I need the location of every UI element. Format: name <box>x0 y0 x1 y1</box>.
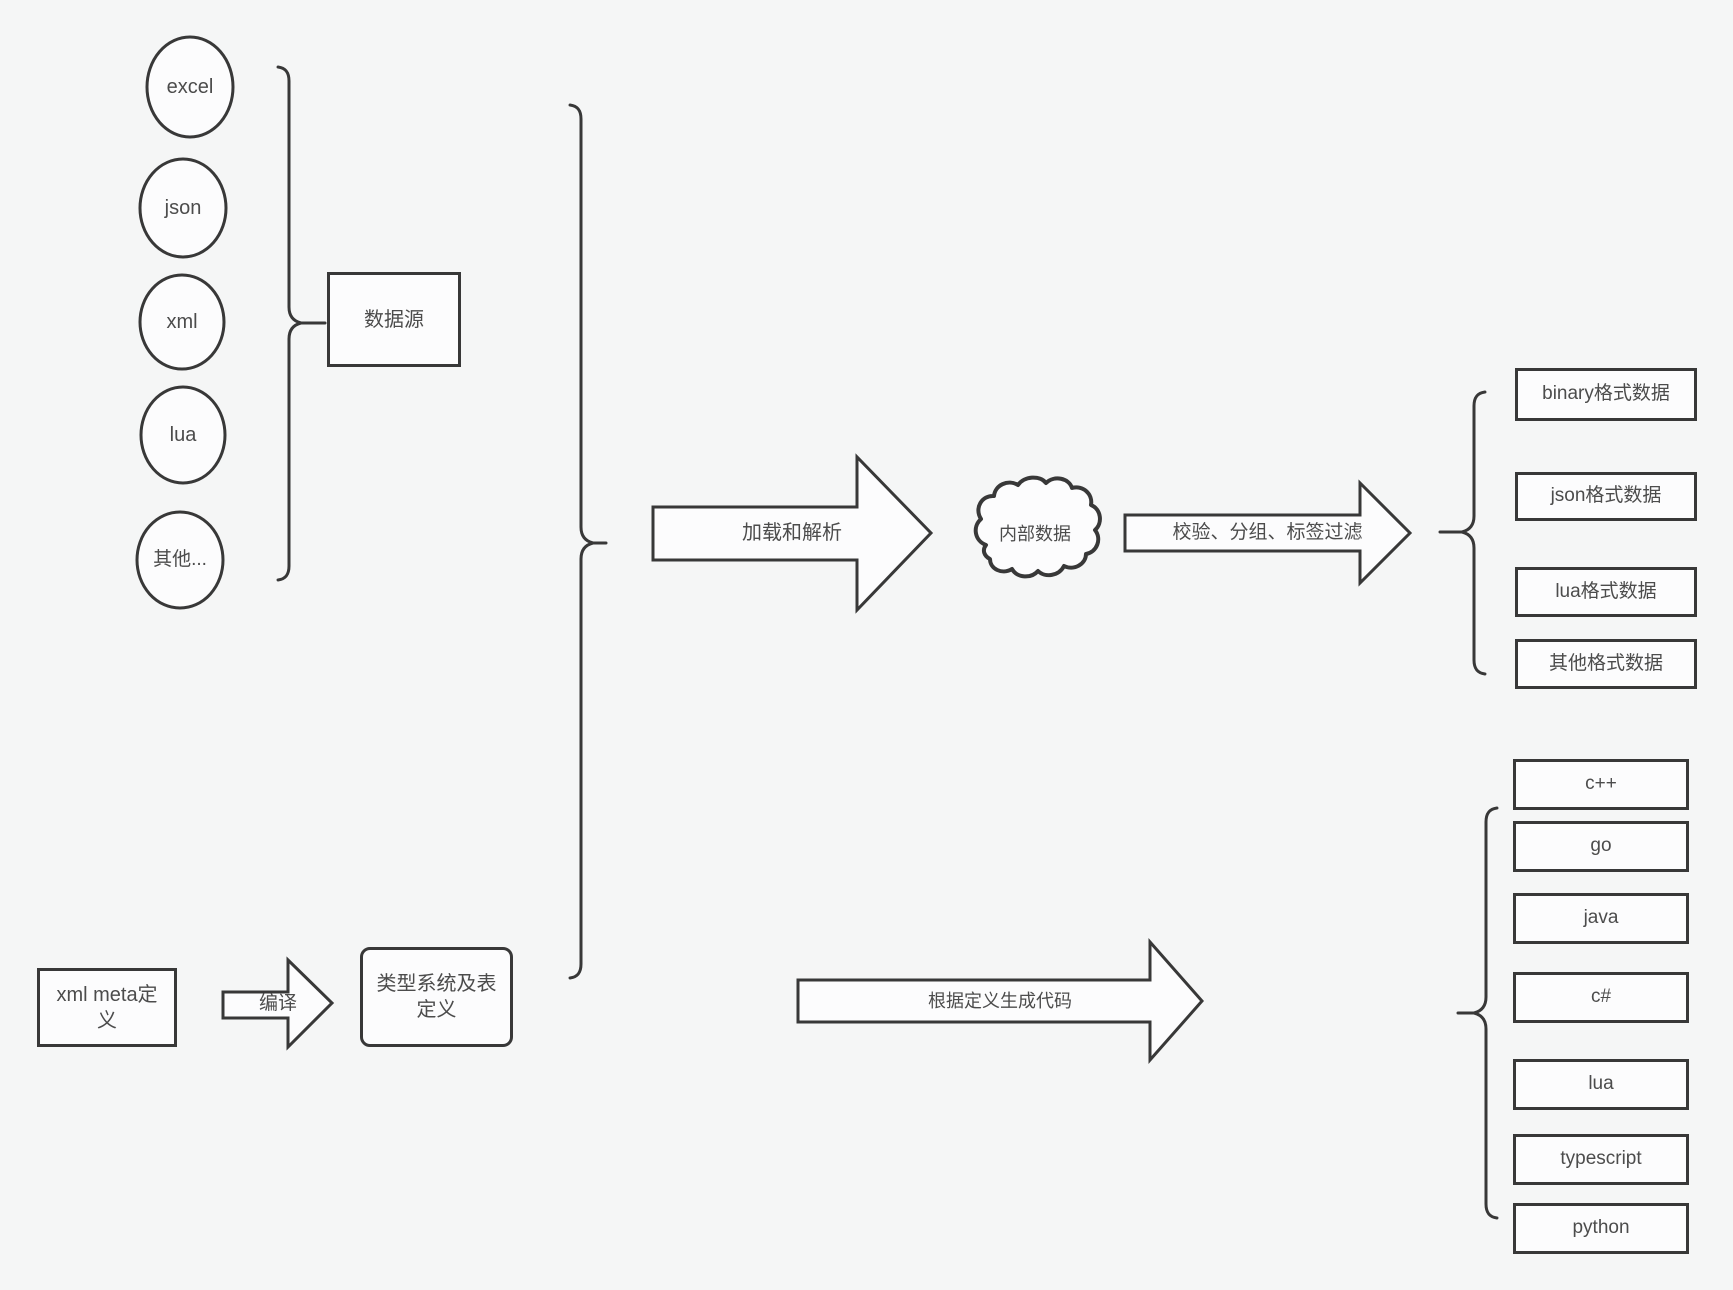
type-system-box: 类型系统及表 定义 <box>360 947 513 1047</box>
internal-data-cloud <box>973 475 1102 579</box>
output-format-box-binary: binary格式数据 <box>1515 368 1697 421</box>
type-system-box-line2: 定义 <box>416 999 457 1021</box>
load-parse-arrow-label: 加载和解析 <box>742 522 842 544</box>
source-ellipse-excel <box>145 35 235 139</box>
source-label-lua: lua <box>169 423 197 446</box>
source-ellipse-xml <box>138 273 226 371</box>
xml-meta-box: xml meta定 义 <box>37 968 177 1047</box>
language-box-python: python <box>1513 1203 1689 1254</box>
output-format-box-json: json格式数据 <box>1515 472 1697 521</box>
source-ellipse-other <box>135 510 225 610</box>
output-format-box-lua: lua格式数据 <box>1515 567 1697 617</box>
brace-sources <box>276 65 327 582</box>
language-box-typescript: typescript <box>1513 1134 1689 1185</box>
source-label-excel: excel <box>166 75 214 98</box>
language-box-java: java <box>1513 893 1689 944</box>
xml-meta-box-line1: xml meta定 <box>56 983 158 1006</box>
compile-arrow <box>221 956 335 1051</box>
source-label-xml: xml <box>166 310 198 333</box>
xml-meta-box-line2: 义 <box>97 1009 117 1032</box>
language-box-go: go <box>1513 821 1689 872</box>
datasource-box: 数据源 <box>327 272 461 367</box>
source-label-json: json <box>164 196 202 219</box>
brace-main-stage <box>568 103 608 980</box>
generate-code-arrow-label: 根据定义生成代码 <box>928 990 1072 1011</box>
source-label-other: 其他... <box>153 549 207 571</box>
filter-arrow <box>1123 479 1413 587</box>
source-ellipse-lua <box>139 385 227 485</box>
generate-code-arrow <box>796 938 1204 1064</box>
compile-arrow-label: 编译 <box>258 993 297 1015</box>
language-box-csharp: c# <box>1513 972 1689 1023</box>
brace-output-formats <box>1438 390 1487 676</box>
brace-languages <box>1456 806 1499 1220</box>
source-ellipse-json <box>138 157 228 259</box>
filter-arrow-label: 校验、分组、标签过滤 <box>1172 522 1363 544</box>
language-box-cpp: c++ <box>1513 759 1689 810</box>
language-box-lua: lua <box>1513 1059 1689 1110</box>
type-system-box-line1: 类型系统及表 <box>376 973 497 995</box>
load-parse-arrow <box>651 453 934 614</box>
output-format-box-other: 其他格式数据 <box>1515 639 1697 689</box>
internal-data-label: 内部数据 <box>999 523 1071 544</box>
